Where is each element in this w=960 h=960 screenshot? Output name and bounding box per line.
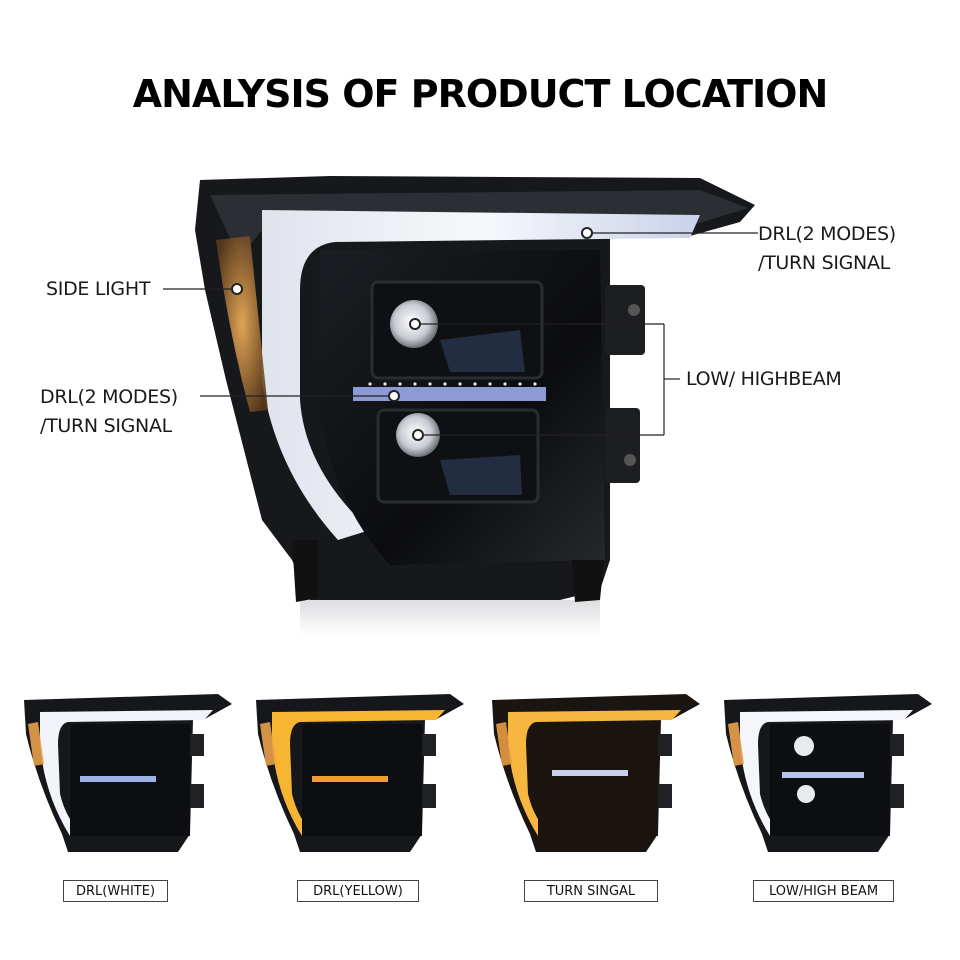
callout-drl-left-line1: DRL(2 MODES) <box>40 386 178 408</box>
callout-low-high-beam: LOW/ HIGHBEAM <box>686 368 842 390</box>
variant-drl-white-image <box>18 684 238 854</box>
variant-label-drl-white: DRL(WHITE) <box>63 880 168 902</box>
callout-drl-right-line1: DRL(2 MODES) <box>758 223 896 245</box>
callout-drl-right-line2: /TURN SIGNAL <box>758 252 890 274</box>
callout-drl-left-line2: /TURN SIGNAL <box>40 415 172 437</box>
variant-low-high-beam-image <box>718 684 938 854</box>
variant-drl-yellow-image <box>250 684 470 854</box>
main-headlight-image <box>163 176 758 636</box>
callout-side-light: SIDE LIGHT <box>46 278 151 300</box>
variant-label-drl-yellow: DRL(YELLOW) <box>297 880 419 902</box>
variant-label-turn-signal: TURN SINGAL <box>524 880 658 902</box>
variant-turn-signal-image <box>486 684 706 854</box>
page-title: ANALYSIS OF PRODUCT LOCATION <box>132 72 829 116</box>
variant-label-low-high-beam: LOW/HIGH BEAM <box>753 880 894 902</box>
